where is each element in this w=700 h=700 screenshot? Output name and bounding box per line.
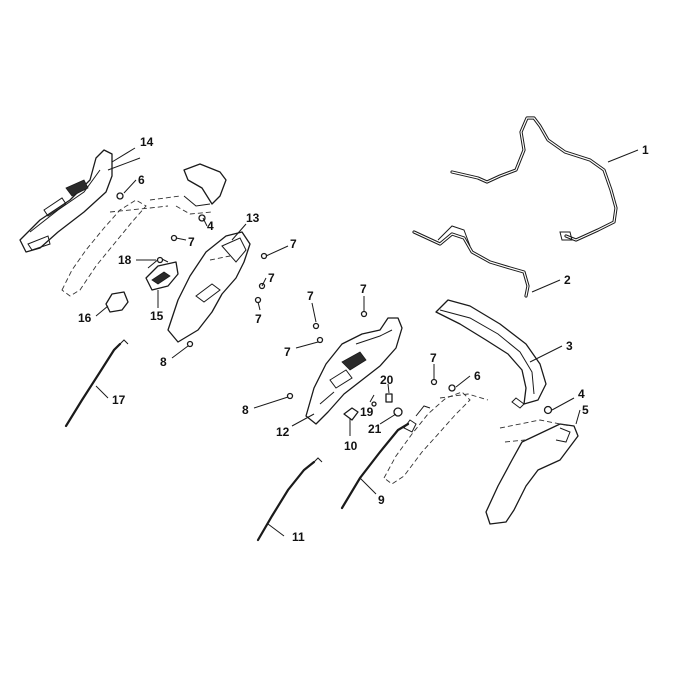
fasteners bbox=[116, 192, 553, 415]
callout-4-upper: 4 bbox=[207, 219, 214, 233]
part-17-cable-left bbox=[64, 339, 129, 428]
part-5-side-cover-right bbox=[485, 419, 579, 525]
callout-16: 16 bbox=[78, 311, 92, 325]
callout-9: 9 bbox=[378, 493, 385, 507]
callout-7-d: 7 bbox=[255, 312, 262, 326]
callout-7-g: 7 bbox=[284, 345, 291, 359]
callout-7-f: 7 bbox=[360, 282, 367, 296]
callout-7-a: 7 bbox=[188, 235, 195, 249]
grip-bracket-upper bbox=[175, 163, 227, 215]
callout-2: 2 bbox=[564, 273, 571, 287]
part-14-control-housing bbox=[19, 149, 113, 253]
callout-15: 15 bbox=[150, 309, 164, 323]
part-12-control-housing-right bbox=[305, 317, 403, 425]
callout-17: 17 bbox=[112, 393, 126, 407]
part-10-clip bbox=[343, 407, 359, 421]
callout-4-lower: 4 bbox=[578, 387, 585, 401]
part-3-grip-cover bbox=[435, 299, 547, 409]
callout-14: 14 bbox=[140, 135, 154, 149]
part-2-linkage-wire bbox=[412, 225, 530, 298]
callout-21: 21 bbox=[368, 422, 382, 436]
callout-7-b: 7 bbox=[290, 237, 297, 251]
callout-7-h: 7 bbox=[430, 351, 437, 365]
callout-3: 3 bbox=[566, 339, 573, 353]
part-16-knob bbox=[105, 291, 129, 313]
callout-5: 5 bbox=[582, 403, 589, 417]
callout-11: 11 bbox=[292, 530, 305, 544]
leader-lines bbox=[95, 147, 639, 537]
callout-1: 1 bbox=[642, 143, 649, 157]
callout-10: 10 bbox=[344, 439, 358, 453]
callout-19: 19 bbox=[360, 405, 374, 419]
callout-18: 18 bbox=[118, 253, 132, 267]
callout-20: 20 bbox=[380, 373, 394, 387]
callout-8-left: 8 bbox=[160, 355, 167, 369]
right-handle-tube-outline bbox=[383, 391, 489, 485]
part-1-handle-bail bbox=[450, 116, 618, 242]
callout-labels: 1 2 3 4 4 5 6 6 7 7 7 7 7 7 7 7 7 8 8 9 … bbox=[78, 135, 649, 544]
callout-12: 12 bbox=[276, 425, 290, 439]
part-11-cable-middle bbox=[256, 457, 323, 542]
part-20-21-pins bbox=[385, 393, 403, 417]
callout-8-right: 8 bbox=[242, 403, 249, 417]
part-13-side-panel bbox=[167, 231, 251, 343]
callout-13: 13 bbox=[246, 211, 260, 225]
callout-7-e: 7 bbox=[307, 289, 314, 303]
callout-6-right: 6 bbox=[474, 369, 481, 383]
part-9-cable-right bbox=[340, 405, 431, 510]
part-15-switch-block bbox=[145, 257, 179, 291]
callout-7-c: 7 bbox=[268, 271, 275, 285]
callout-6-left: 6 bbox=[138, 173, 145, 187]
left-handle-tube-outline bbox=[61, 195, 181, 297]
